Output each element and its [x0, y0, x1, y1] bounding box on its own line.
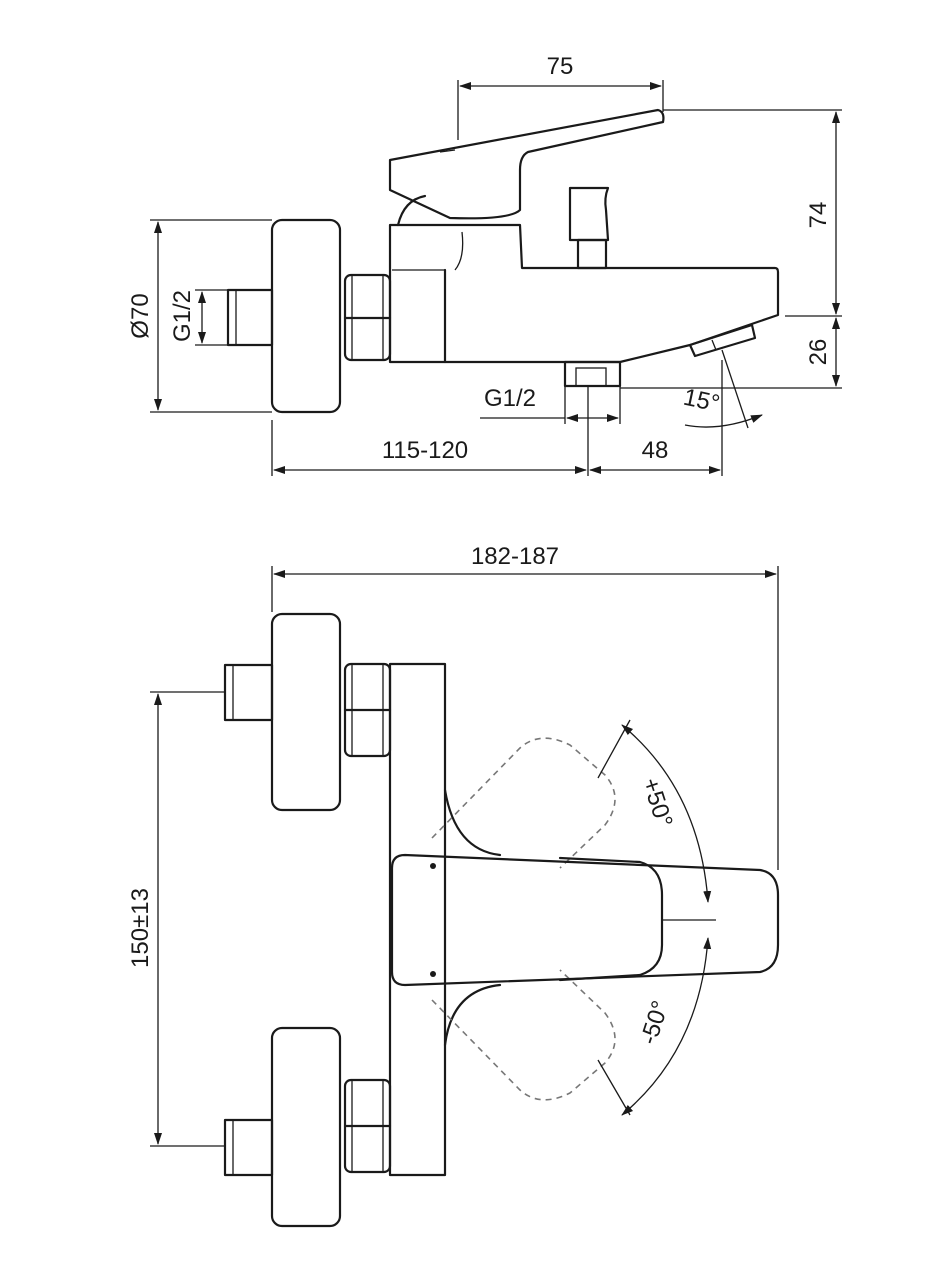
label-lever-length: 75	[547, 53, 574, 80]
dim-arc-plus50	[621, 724, 712, 903]
mixer-body-top	[388, 662, 447, 1177]
dim-arc-minus50	[621, 937, 712, 1116]
lower-inlet-stub	[223, 1118, 274, 1177]
upper-inlet-stub	[223, 663, 274, 722]
handle-top	[390, 853, 780, 987]
label-flange-diameter: Ø70	[127, 293, 154, 338]
side-view: 75 74 26 Ø70 G1/2 G1/2 15° 115-120 48	[127, 53, 842, 476]
label-overall-width: 182-187	[471, 543, 559, 570]
label-height-top: 74	[805, 202, 832, 229]
bottom-outlet	[563, 360, 622, 388]
lower-hex-nut	[343, 1078, 392, 1174]
inlet-stub	[226, 288, 274, 347]
upper-hex-nut	[343, 662, 392, 758]
handle-position-plus50	[431, 737, 616, 869]
spout-aerator	[688, 323, 757, 358]
dim-arc-15deg	[684, 414, 763, 428]
label-height-spout: 26	[805, 339, 832, 366]
label-inlet-spacing: 150±13	[127, 888, 154, 968]
label-rotation-minus: -50°	[635, 997, 674, 1047]
label-spout-angle: 15°	[681, 384, 722, 418]
label-spout-offset: 48	[642, 437, 669, 464]
lever	[388, 108, 665, 220]
wall-flange	[270, 218, 342, 414]
hex-nut	[343, 273, 392, 362]
label-outlet-thread: G1/2	[484, 385, 536, 412]
top-view: 182-187 150±13 +50° -50°	[127, 543, 780, 1228]
diverter-knob	[568, 186, 610, 270]
lower-flange	[270, 1026, 342, 1228]
label-inlet-thread: G1/2	[169, 290, 196, 342]
cartridge-dome	[396, 194, 427, 227]
handle-position-minus50	[431, 969, 616, 1101]
upper-flange	[270, 612, 342, 812]
mixer-body	[388, 223, 780, 364]
label-projection: 115-120	[382, 437, 468, 464]
